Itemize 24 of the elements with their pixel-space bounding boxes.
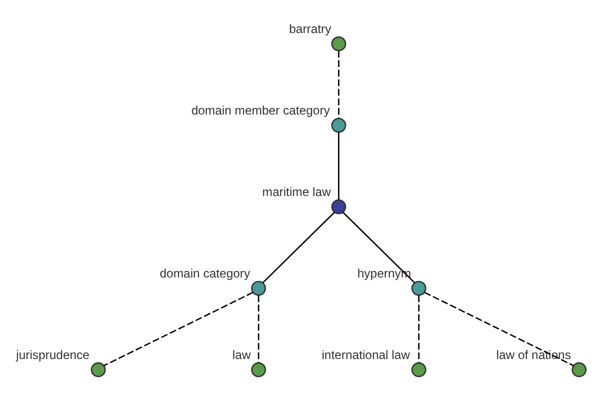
node-circle <box>572 362 587 378</box>
node-label: jurisprudence <box>16 348 90 362</box>
node-label: international law <box>322 348 410 362</box>
node-label: domain category <box>160 266 250 281</box>
node-label: barratry <box>289 22 332 36</box>
connector <box>103 292 254 366</box>
node-circle <box>90 362 106 378</box>
connector <box>338 132 340 200</box>
node-label: law <box>232 348 251 362</box>
node-circle <box>411 280 426 296</box>
node-label: domain member category <box>191 104 330 118</box>
connector <box>418 295 420 363</box>
node-label: maritime law <box>262 185 331 200</box>
node-circle <box>331 36 346 52</box>
node-circle <box>411 362 426 378</box>
node-circle <box>331 199 346 214</box>
connector <box>424 292 574 366</box>
connector <box>338 50 340 118</box>
node-circle <box>251 280 266 296</box>
connector <box>258 295 260 363</box>
connector <box>342 212 415 284</box>
node-circle <box>331 118 346 133</box>
connector <box>262 212 335 284</box>
node-circle <box>251 362 266 378</box>
